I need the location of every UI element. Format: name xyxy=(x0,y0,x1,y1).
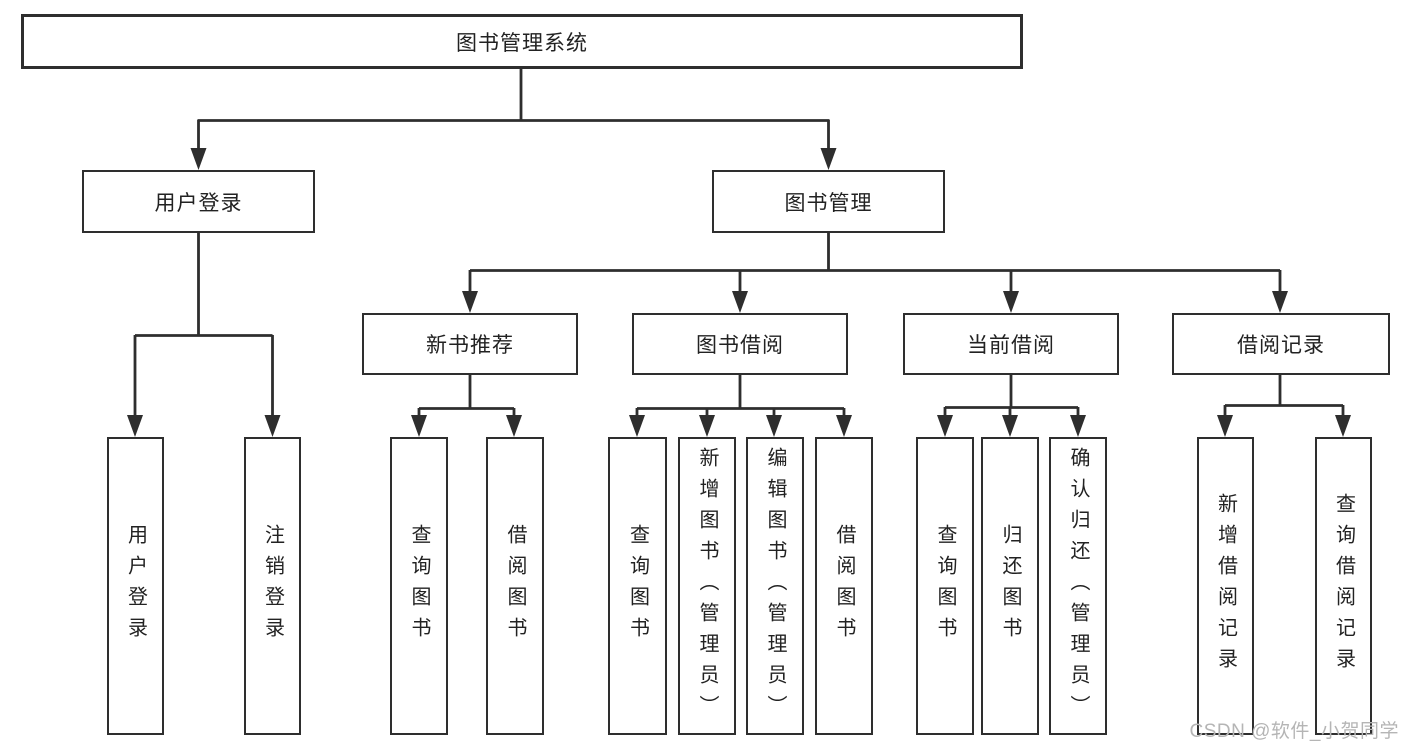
node-user-login: 用户登录 xyxy=(82,170,315,233)
leaf-logout: 注销登录 xyxy=(244,437,301,735)
node-borrowing-records: 借阅记录 xyxy=(1172,313,1390,375)
node-book-management: 图书管理 xyxy=(712,170,945,233)
leaf-borrow-books-1: 借阅图书 xyxy=(486,437,544,735)
leaf-user-login: 用户登录 xyxy=(107,437,164,735)
leaf-label: 查询图书 xyxy=(934,524,956,648)
leaf-label: 用户登录 xyxy=(124,524,147,648)
leaf-label: 借阅图书 xyxy=(833,524,855,648)
leaf-query-books-3: 查询图书 xyxy=(916,437,974,735)
leaf-confirm-return-admin: 确认归还（管理员） xyxy=(1049,437,1107,735)
node-book-borrowing: 图书借阅 xyxy=(632,313,848,375)
leaf-label: 新增图书（管理员） xyxy=(696,446,718,726)
leaf-return-books: 归还图书 xyxy=(981,437,1039,735)
leaf-label: 注销登录 xyxy=(261,524,284,648)
leaf-label: 查询借阅记录 xyxy=(1332,493,1355,679)
node-new-book-recommendation: 新书推荐 xyxy=(362,313,578,375)
leaf-query-borrow-record: 查询借阅记录 xyxy=(1315,437,1372,735)
leaf-label: 查询图书 xyxy=(626,524,649,648)
leaf-label: 确认归还（管理员） xyxy=(1067,446,1089,726)
leaf-query-books-1: 查询图书 xyxy=(390,437,448,735)
leaf-label: 归还图书 xyxy=(999,524,1021,648)
leaf-add-books-admin: 新增图书（管理员） xyxy=(678,437,736,735)
leaf-label: 编辑图书（管理员） xyxy=(764,446,786,726)
leaf-borrow-books-2: 借阅图书 xyxy=(815,437,873,735)
leaf-add-borrow-record: 新增借阅记录 xyxy=(1197,437,1254,735)
leaf-label: 查询图书 xyxy=(408,524,430,648)
node-library-management-system: 图书管理系统 xyxy=(21,14,1023,69)
leaf-label: 新增借阅记录 xyxy=(1214,493,1237,679)
csdn-watermark: CSDN @软件_小贺同学 xyxy=(1189,721,1399,742)
leaf-query-books-2: 查询图书 xyxy=(608,437,667,735)
leaf-edit-books-admin: 编辑图书（管理员） xyxy=(746,437,804,735)
leaf-label: 借阅图书 xyxy=(504,524,526,648)
node-current-borrowing: 当前借阅 xyxy=(903,313,1119,375)
